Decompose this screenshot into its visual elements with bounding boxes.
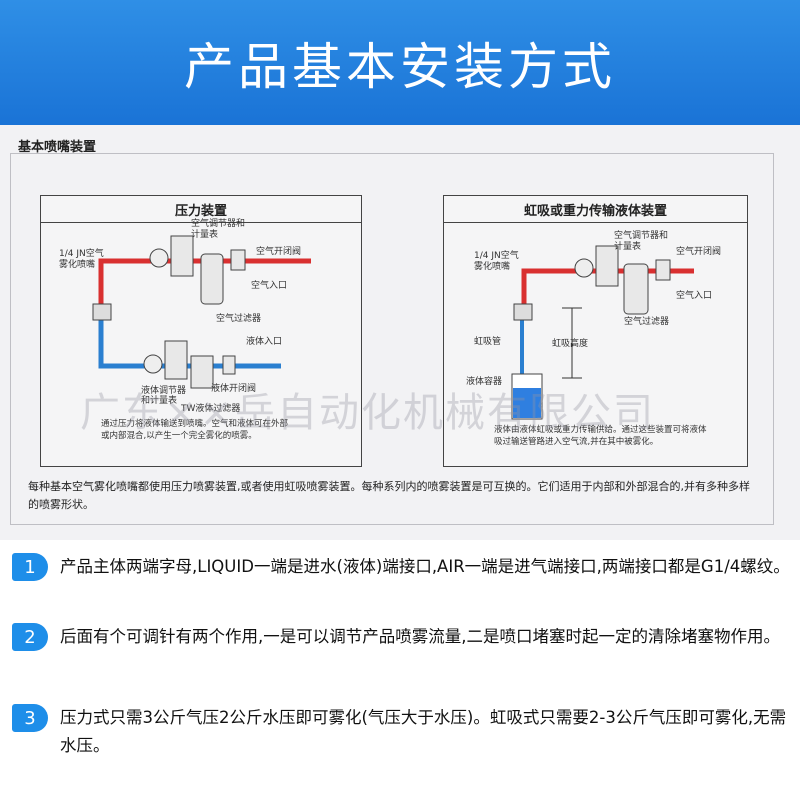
svg-text:1/4 JN空气: 1/4 JN空气 (59, 247, 104, 259)
regulator-icon (595, 245, 619, 287)
liquid-fill (513, 388, 541, 418)
regulator-icon (170, 235, 194, 277)
list-item: 1 产品主体两端字母,LIQUID一端是进水(液体)端接口,AIR一端是进气端接… (12, 553, 792, 613)
liquid-regulator-icon (164, 340, 188, 380)
svg-text:计量表: 计量表 (191, 228, 218, 240)
liquid-line (98, 316, 281, 369)
svg-text:1/4 JN空气: 1/4 JN空气 (474, 249, 519, 261)
svg-text:虹吸管: 虹吸管 (474, 335, 501, 347)
item-text: 后面有个可调针有两个作用,一是可以调节产品喷雾流量,二是喷口堵塞时起一定的清除堵… (60, 627, 780, 646)
svg-text:空气开闭阀: 空气开闭阀 (256, 245, 301, 257)
svg-text:雾化喷嘴: 雾化喷嘴 (59, 258, 95, 270)
liquid-filter-icon (190, 355, 214, 389)
svg-text:空气过滤器: 空气过滤器 (624, 315, 669, 327)
svg-text:空气入口: 空气入口 (676, 289, 712, 301)
item-text: 压力式只需3公斤气压2公斤水压即可雾化(气压大于水压)。虹吸式只需要2-3公斤气… (60, 708, 787, 755)
diagram-frame (10, 153, 774, 525)
list-item: 2 后面有个可调针有两个作用,一是可以调节产品喷雾流量,二是喷口堵塞时起一定的清… (12, 623, 792, 683)
svg-text:虹吸高度: 虹吸高度 (552, 337, 588, 349)
svg-text:空气入口: 空气入口 (251, 279, 287, 291)
diagram-note: 每种基本空气雾化喷嘴都使用压力喷雾装置,或者使用虹吸喷雾装置。每种系列内的喷雾装… (28, 480, 750, 511)
siphon-caption: 液体由液体虹吸或重力传输供给。通过这些装置可将液体吸过输送管路进入空气流,并在其… (494, 425, 707, 447)
svg-text:液体调节器: 液体调节器 (141, 384, 186, 396)
svg-text:空气开闭阀: 空气开闭阀 (676, 245, 721, 257)
svg-text:空气调节器和: 空气调节器和 (191, 217, 245, 229)
item-number-badge: 1 (12, 553, 48, 581)
pressure-caption: 通过压力将液体输送到喷嘴。空气和液体可在外部或内部混合,以产生一个完全雾化的喷雾… (101, 419, 289, 441)
filter-icon (200, 253, 224, 305)
valve-icon (655, 259, 671, 281)
item-text: 产品主体两端字母,LIQUID一端是进水(液体)端接口,AIR一端是进气端接口,… (60, 557, 790, 576)
list-item: 3 压力式只需3公斤气压2公斤水压即可雾化(气压大于水压)。虹吸式只需要2-3公… (12, 704, 792, 764)
page-title: 产品基本安装方式 (184, 37, 616, 96)
air-line (98, 258, 291, 306)
pressure-setup-panel: 压力装置 1/4 JN空气 雾化喷嘴 空气调节器和 计量表 空气开闭阀 空气入口… (40, 195, 362, 467)
svg-text:雾化喷嘴: 雾化喷嘴 (474, 260, 510, 272)
svg-text:液体入口: 液体入口 (246, 335, 282, 347)
liquid-valve-icon (222, 355, 236, 375)
siphon-setup-panel: 虹吸或重力传输液体装置 1/4 JN空气 雾化喷嘴 空气调节器和 计量表 空气开… (443, 195, 748, 467)
svg-text:TW液体过滤器: TW液体过滤器 (180, 402, 240, 414)
pressure-setup-title: 压力装置 (41, 196, 361, 223)
siphon-setup-diagram: 1/4 JN空气 雾化喷嘴 空气调节器和 计量表 空气开闭阀 空气入口 空气过滤… (466, 229, 721, 420)
title-banner: 产品基本安装方式 (0, 0, 800, 125)
watermark: 广东××岳自动化机械有限公司 (80, 390, 656, 436)
pressure-setup-diagram: 1/4 JN空气 雾化喷嘴 空气调节器和 计量表 空气开闭阀 空气入口 空气过滤… (59, 217, 311, 414)
liquid-gauge-icon (143, 354, 163, 374)
item-number-badge: 2 (12, 623, 48, 651)
nozzle-icon (513, 303, 533, 321)
svg-text:和计量表: 和计量表 (141, 394, 177, 406)
nozzle-icon (92, 303, 112, 321)
gauge-icon (574, 258, 594, 278)
svg-text:空气过滤器: 空气过滤器 (216, 312, 261, 324)
gauge-icon (149, 248, 169, 268)
svg-text:空气调节器和: 空气调节器和 (614, 229, 668, 241)
filter-icon (623, 263, 649, 315)
svg-text:液体容器: 液体容器 (466, 375, 502, 387)
svg-text:计量表: 计量表 (614, 240, 641, 252)
siphon-setup-title: 虹吸或重力传输液体装置 (444, 196, 747, 223)
item-number-badge: 3 (12, 704, 48, 732)
section-title: 基本喷嘴装置 (18, 140, 97, 155)
valve-icon (230, 249, 246, 271)
svg-text:液体开闭阀: 液体开闭阀 (211, 382, 256, 394)
